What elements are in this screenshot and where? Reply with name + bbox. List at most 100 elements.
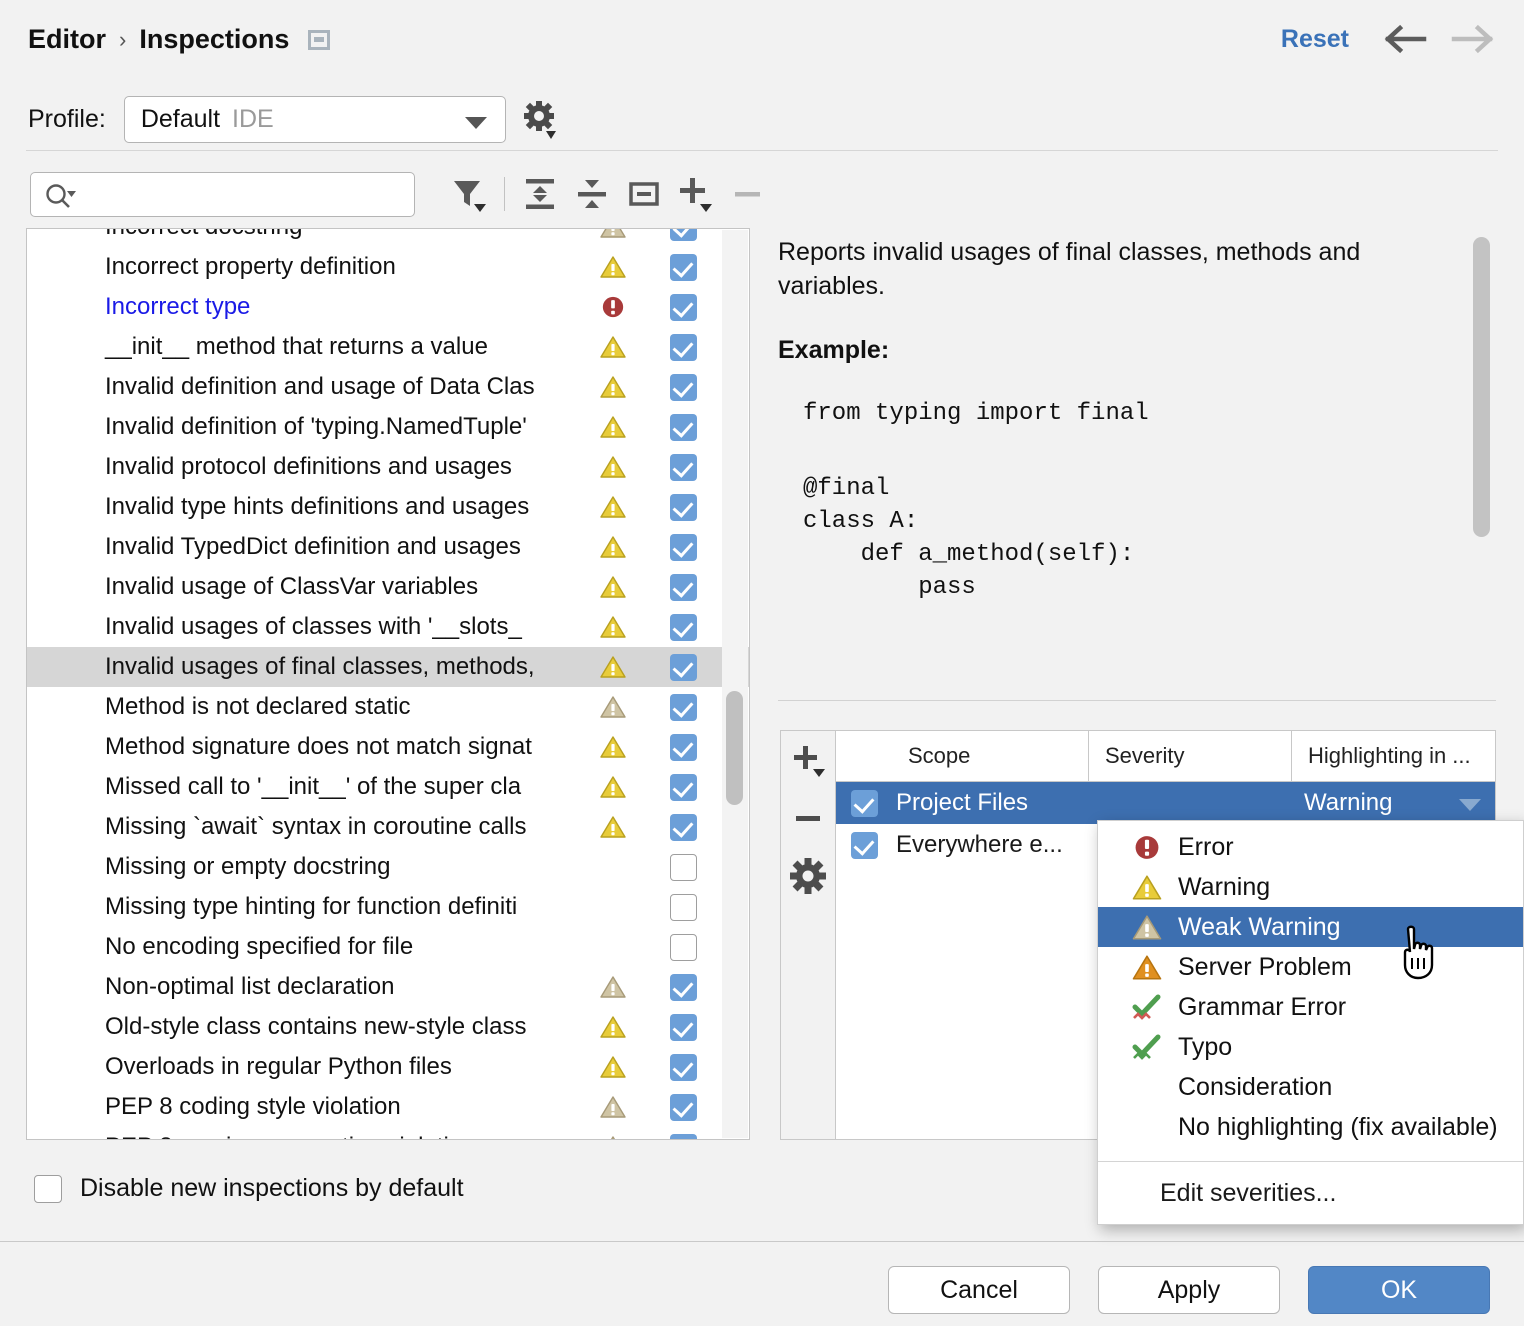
scope-row-checkbox-cell[interactable] bbox=[836, 824, 892, 866]
inspection-checkbox[interactable] bbox=[670, 1014, 697, 1041]
add-scope-icon[interactable] bbox=[781, 731, 835, 789]
arrow-left-icon[interactable] bbox=[1384, 22, 1428, 61]
scope-row[interactable]: Project Files Warning bbox=[836, 782, 1495, 824]
scope-checkbox[interactable] bbox=[850, 831, 878, 859]
inspection-row[interactable]: Incorrect property definition bbox=[27, 247, 749, 287]
inspection-row[interactable]: Invalid usage of ClassVar variables bbox=[27, 567, 749, 607]
remove-scope-icon[interactable] bbox=[781, 789, 835, 847]
checkbox-box[interactable] bbox=[34, 1174, 62, 1203]
inspection-row[interactable]: __init__ method that returns a value bbox=[27, 327, 749, 367]
inspection-checkbox[interactable] bbox=[670, 774, 697, 801]
inspection-checkbox[interactable] bbox=[670, 374, 697, 401]
inspection-row[interactable]: Missing `await` syntax in coroutine call… bbox=[27, 807, 749, 847]
inspection-checkbox[interactable] bbox=[670, 294, 697, 321]
inspection-row[interactable]: Invalid definition of 'typing.NamedTuple… bbox=[27, 407, 749, 447]
severity-menu-item[interactable]: Server Problem bbox=[1098, 947, 1523, 987]
inspection-row[interactable]: Invalid usages of final classes, methods… bbox=[27, 647, 749, 687]
inspection-checkbox[interactable] bbox=[670, 654, 697, 681]
footer-buttons: Cancel Apply OK bbox=[888, 1266, 1490, 1314]
severity-menu-item[interactable]: Grammar Error bbox=[1098, 987, 1523, 1027]
search-input[interactable] bbox=[89, 172, 408, 218]
chevron-down-icon[interactable] bbox=[1459, 799, 1481, 811]
severity-menu-item[interactable]: No highlighting (fix available) bbox=[1098, 1107, 1523, 1147]
scope-col-highlighting: Highlighting in ... bbox=[1308, 743, 1471, 768]
inspection-checkbox[interactable] bbox=[670, 854, 697, 881]
inspection-row[interactable]: Method is not declared static bbox=[27, 687, 749, 727]
collapse-all-icon[interactable] bbox=[566, 170, 618, 218]
scope-severity-cell[interactable] bbox=[1089, 782, 1292, 824]
scope-highlighting-cell[interactable]: Warning bbox=[1292, 782, 1495, 824]
inspection-label: PEP 8 naming convention violation bbox=[105, 1133, 475, 1139]
severity-menu-item[interactable]: Weak Warning bbox=[1098, 907, 1523, 947]
inspection-row[interactable]: Missing or empty docstring bbox=[27, 847, 749, 887]
inspection-row[interactable]: Invalid usages of classes with '__slots_ bbox=[27, 607, 749, 647]
profile-select[interactable]: Default IDE bbox=[123, 96, 506, 143]
severity-warning-icon bbox=[600, 255, 626, 279]
inspection-label: No encoding specified for file bbox=[105, 933, 414, 960]
reset-button[interactable]: Reset bbox=[1280, 25, 1349, 53]
inspection-checkbox[interactable] bbox=[670, 894, 697, 921]
inspection-label: PEP 8 coding style violation bbox=[105, 1093, 401, 1120]
edit-severities-item[interactable]: Edit severities... bbox=[1160, 1178, 1337, 1207]
inspection-checkbox[interactable] bbox=[670, 454, 697, 481]
inspection-row[interactable]: Invalid type hints definitions and usage… bbox=[27, 487, 749, 527]
scope-row[interactable]: Everywhere e... bbox=[836, 824, 1495, 866]
severity-menu-item[interactable]: Error bbox=[1098, 827, 1523, 867]
inspection-row[interactable]: No encoding specified for file bbox=[27, 927, 749, 967]
inspection-row[interactable]: Invalid TypedDict definition and usages bbox=[27, 527, 749, 567]
inspection-checkbox[interactable] bbox=[670, 974, 697, 1001]
inspection-row[interactable]: PEP 8 naming convention violation bbox=[27, 1127, 749, 1139]
ok-button[interactable]: OK bbox=[1308, 1266, 1490, 1314]
inspection-checkbox[interactable] bbox=[670, 614, 697, 641]
inspection-row[interactable]: Method signature does not match signat bbox=[27, 727, 749, 767]
inspection-checkbox[interactable] bbox=[670, 229, 697, 241]
inspection-label: Invalid TypedDict definition and usages bbox=[105, 533, 521, 560]
inspection-checkbox[interactable] bbox=[670, 1094, 697, 1121]
inspection-checkbox[interactable] bbox=[670, 734, 697, 761]
inspection-row[interactable]: Incorrect docstring bbox=[27, 229, 749, 247]
cancel-button[interactable]: Cancel bbox=[888, 1266, 1070, 1314]
inspection-checkbox[interactable] bbox=[670, 414, 697, 441]
inspection-checkbox[interactable] bbox=[670, 694, 697, 721]
inspection-row[interactable]: Invalid definition and usage of Data Cla… bbox=[27, 367, 749, 407]
inspection-row[interactable]: Old-style class contains new-style class bbox=[27, 1007, 749, 1047]
profile-gear-icon[interactable] bbox=[523, 100, 558, 140]
inspection-checkbox[interactable] bbox=[670, 814, 697, 841]
expand-all-icon[interactable] bbox=[514, 170, 566, 218]
inspection-checkbox[interactable] bbox=[670, 1054, 697, 1081]
inspection-row[interactable]: Non-optimal list declaration bbox=[27, 967, 749, 1007]
search-box[interactable] bbox=[30, 171, 415, 218]
severity-menu-label: Grammar Error bbox=[1178, 992, 1347, 1021]
breadcrumb-item-editor[interactable]: Editor bbox=[28, 24, 106, 54]
filter-icon[interactable] bbox=[443, 170, 495, 218]
severity-dropdown-menu[interactable]: Error Warning Weak Warning Server Proble… bbox=[1097, 820, 1524, 1225]
scope-row-checkbox-cell[interactable] bbox=[836, 782, 892, 824]
list-scrollbar-track[interactable] bbox=[722, 230, 748, 1138]
inspection-checkbox[interactable] bbox=[670, 334, 697, 361]
inspections-list[interactable]: Incorrect docstring Incorrect property d… bbox=[26, 228, 750, 1140]
severity-menu-item[interactable]: Consideration bbox=[1098, 1067, 1523, 1107]
inspection-row[interactable]: Missed call to '__init__' of the super c… bbox=[27, 767, 749, 807]
severity-menu-item[interactable]: Warning bbox=[1098, 867, 1523, 907]
scope-settings-icon[interactable] bbox=[781, 847, 835, 905]
inspection-checkbox[interactable] bbox=[670, 494, 697, 521]
inspection-row[interactable]: Overloads in regular Python files bbox=[27, 1047, 749, 1087]
description-scrollbar-thumb[interactable] bbox=[1473, 237, 1490, 537]
inspection-row[interactable]: PEP 8 coding style violation bbox=[27, 1087, 749, 1127]
apply-button[interactable]: Apply bbox=[1098, 1266, 1280, 1314]
inspection-checkbox[interactable] bbox=[670, 934, 697, 961]
add-icon[interactable] bbox=[670, 170, 722, 218]
breadcrumb-item-inspections[interactable]: Inspections bbox=[139, 24, 290, 54]
inspection-row[interactable]: Incorrect type bbox=[27, 287, 749, 327]
inspection-checkbox[interactable] bbox=[670, 534, 697, 561]
scope-checkbox[interactable] bbox=[850, 789, 878, 817]
list-scrollbar-thumb[interactable] bbox=[726, 691, 743, 805]
inspection-row[interactable]: Invalid protocol definitions and usages bbox=[27, 447, 749, 487]
inspection-checkbox[interactable] bbox=[670, 1134, 697, 1139]
inspection-row[interactable]: Missing type hinting for function defini… bbox=[27, 887, 749, 927]
collapse-node-icon[interactable] bbox=[618, 170, 670, 218]
severity-menu-item[interactable]: Typo bbox=[1098, 1027, 1523, 1067]
inspection-checkbox[interactable] bbox=[670, 254, 697, 281]
inspection-checkbox[interactable] bbox=[670, 574, 697, 601]
disable-new-inspections-checkbox[interactable]: Disable new inspections by default bbox=[34, 1174, 464, 1203]
